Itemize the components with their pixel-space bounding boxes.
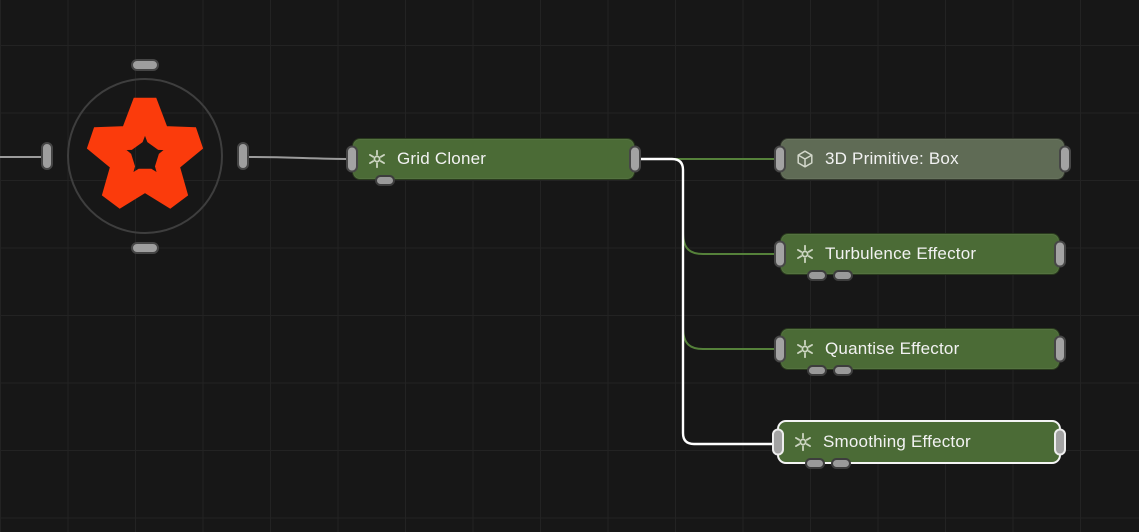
root-port-right[interactable] bbox=[237, 142, 249, 170]
node-smoothing-effector[interactable]: Smoothing Effector bbox=[772, 420, 1066, 469]
node-label: Turbulence Effector bbox=[825, 244, 977, 263]
cavalry-star-icon bbox=[86, 97, 204, 209]
quantise-parameter-pin-1[interactable] bbox=[807, 365, 827, 376]
node-quantise-effector[interactable]: Quantise Effector bbox=[774, 328, 1066, 376]
wire-grid-cloner-to-turbulence[interactable] bbox=[682, 231, 781, 255]
wire-grid-cloner-to-smoothing-selected[interactable] bbox=[640, 157, 778, 446]
turbulence-input-port[interactable] bbox=[774, 240, 786, 268]
grid-cloner-input-port[interactable] bbox=[346, 145, 358, 173]
node-label: Grid Cloner bbox=[397, 149, 487, 168]
root-node-ring bbox=[67, 78, 223, 234]
effector-icon bbox=[795, 432, 811, 452]
node-label: Quantise Effector bbox=[825, 339, 960, 358]
root-port-bottom[interactable] bbox=[131, 242, 159, 254]
node-label: 3D Primitive: Box bbox=[825, 149, 959, 168]
root-port-left[interactable] bbox=[41, 142, 53, 170]
quantise-parameter-pin-2[interactable] bbox=[833, 365, 853, 376]
node-label: Smoothing Effector bbox=[823, 432, 971, 451]
smoothing-output-port[interactable] bbox=[1054, 428, 1066, 456]
cube-icon bbox=[797, 150, 813, 168]
box-input-port[interactable] bbox=[774, 145, 786, 173]
root-node[interactable] bbox=[41, 59, 249, 254]
effector-icon bbox=[797, 244, 813, 264]
effector-icon bbox=[369, 149, 385, 169]
wire-grid-cloner-to-quantise[interactable] bbox=[682, 326, 781, 350]
wire-root-to-grid-cloner[interactable] bbox=[248, 156, 354, 160]
node-turbulence-effector[interactable]: Turbulence Effector bbox=[774, 233, 1066, 281]
smoothing-input-port[interactable] bbox=[772, 428, 784, 456]
smoothing-parameter-pin-2[interactable] bbox=[831, 458, 851, 469]
root-port-top[interactable] bbox=[131, 59, 159, 71]
turbulence-parameter-pin-2[interactable] bbox=[833, 270, 853, 281]
effector-icon bbox=[797, 339, 813, 359]
node-grid-cloner[interactable]: Grid Cloner bbox=[346, 138, 641, 186]
turbulence-output-port[interactable] bbox=[1054, 240, 1066, 268]
node-3d-primitive-box[interactable]: 3D Primitive: Box bbox=[774, 138, 1071, 180]
grid-cloner-output-port[interactable] bbox=[629, 145, 641, 173]
quantise-output-port[interactable] bbox=[1054, 335, 1066, 363]
turbulence-parameter-pin-1[interactable] bbox=[807, 270, 827, 281]
box-output-port[interactable] bbox=[1059, 145, 1071, 173]
grid-cloner-parameter-pin[interactable] bbox=[375, 175, 395, 186]
quantise-input-port[interactable] bbox=[774, 335, 786, 363]
smoothing-parameter-pin-1[interactable] bbox=[805, 458, 825, 469]
